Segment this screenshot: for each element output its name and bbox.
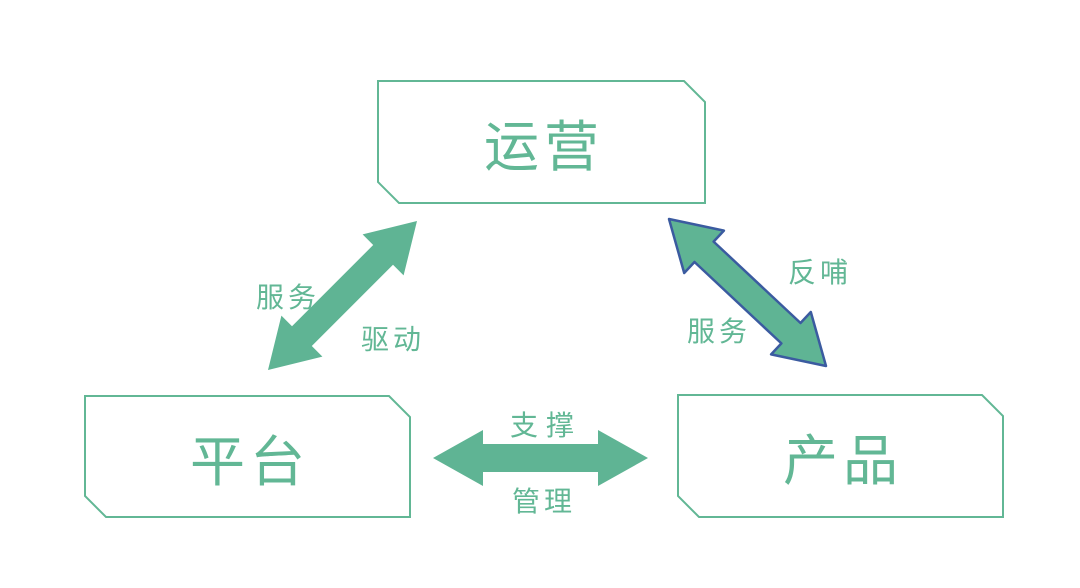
arrow-platform-product	[433, 430, 648, 486]
node-platform-box	[84, 395, 411, 518]
arrow-operations-product	[667, 217, 828, 368]
edge-operations-product-label-upper: 反哺	[788, 257, 853, 288]
edge-platform-operations-label-upper: 服务	[256, 282, 321, 313]
node-operations-label: 运营	[483, 116, 604, 178]
edge-platform-operations-label-lower: 驱动	[361, 324, 426, 355]
node-operations-box	[377, 80, 706, 204]
node-product-box	[677, 394, 1004, 518]
node-product-label: 产品	[782, 430, 903, 492]
node-platform-label: 平台	[189, 430, 310, 493]
edge-operations-product-label-lower: 服务	[687, 316, 752, 347]
arrow-platform-operations	[268, 221, 417, 370]
edge-platform-product-label-upper: 支撑	[510, 410, 583, 441]
edge-platform-product-label-lower: 管理	[512, 486, 577, 517]
